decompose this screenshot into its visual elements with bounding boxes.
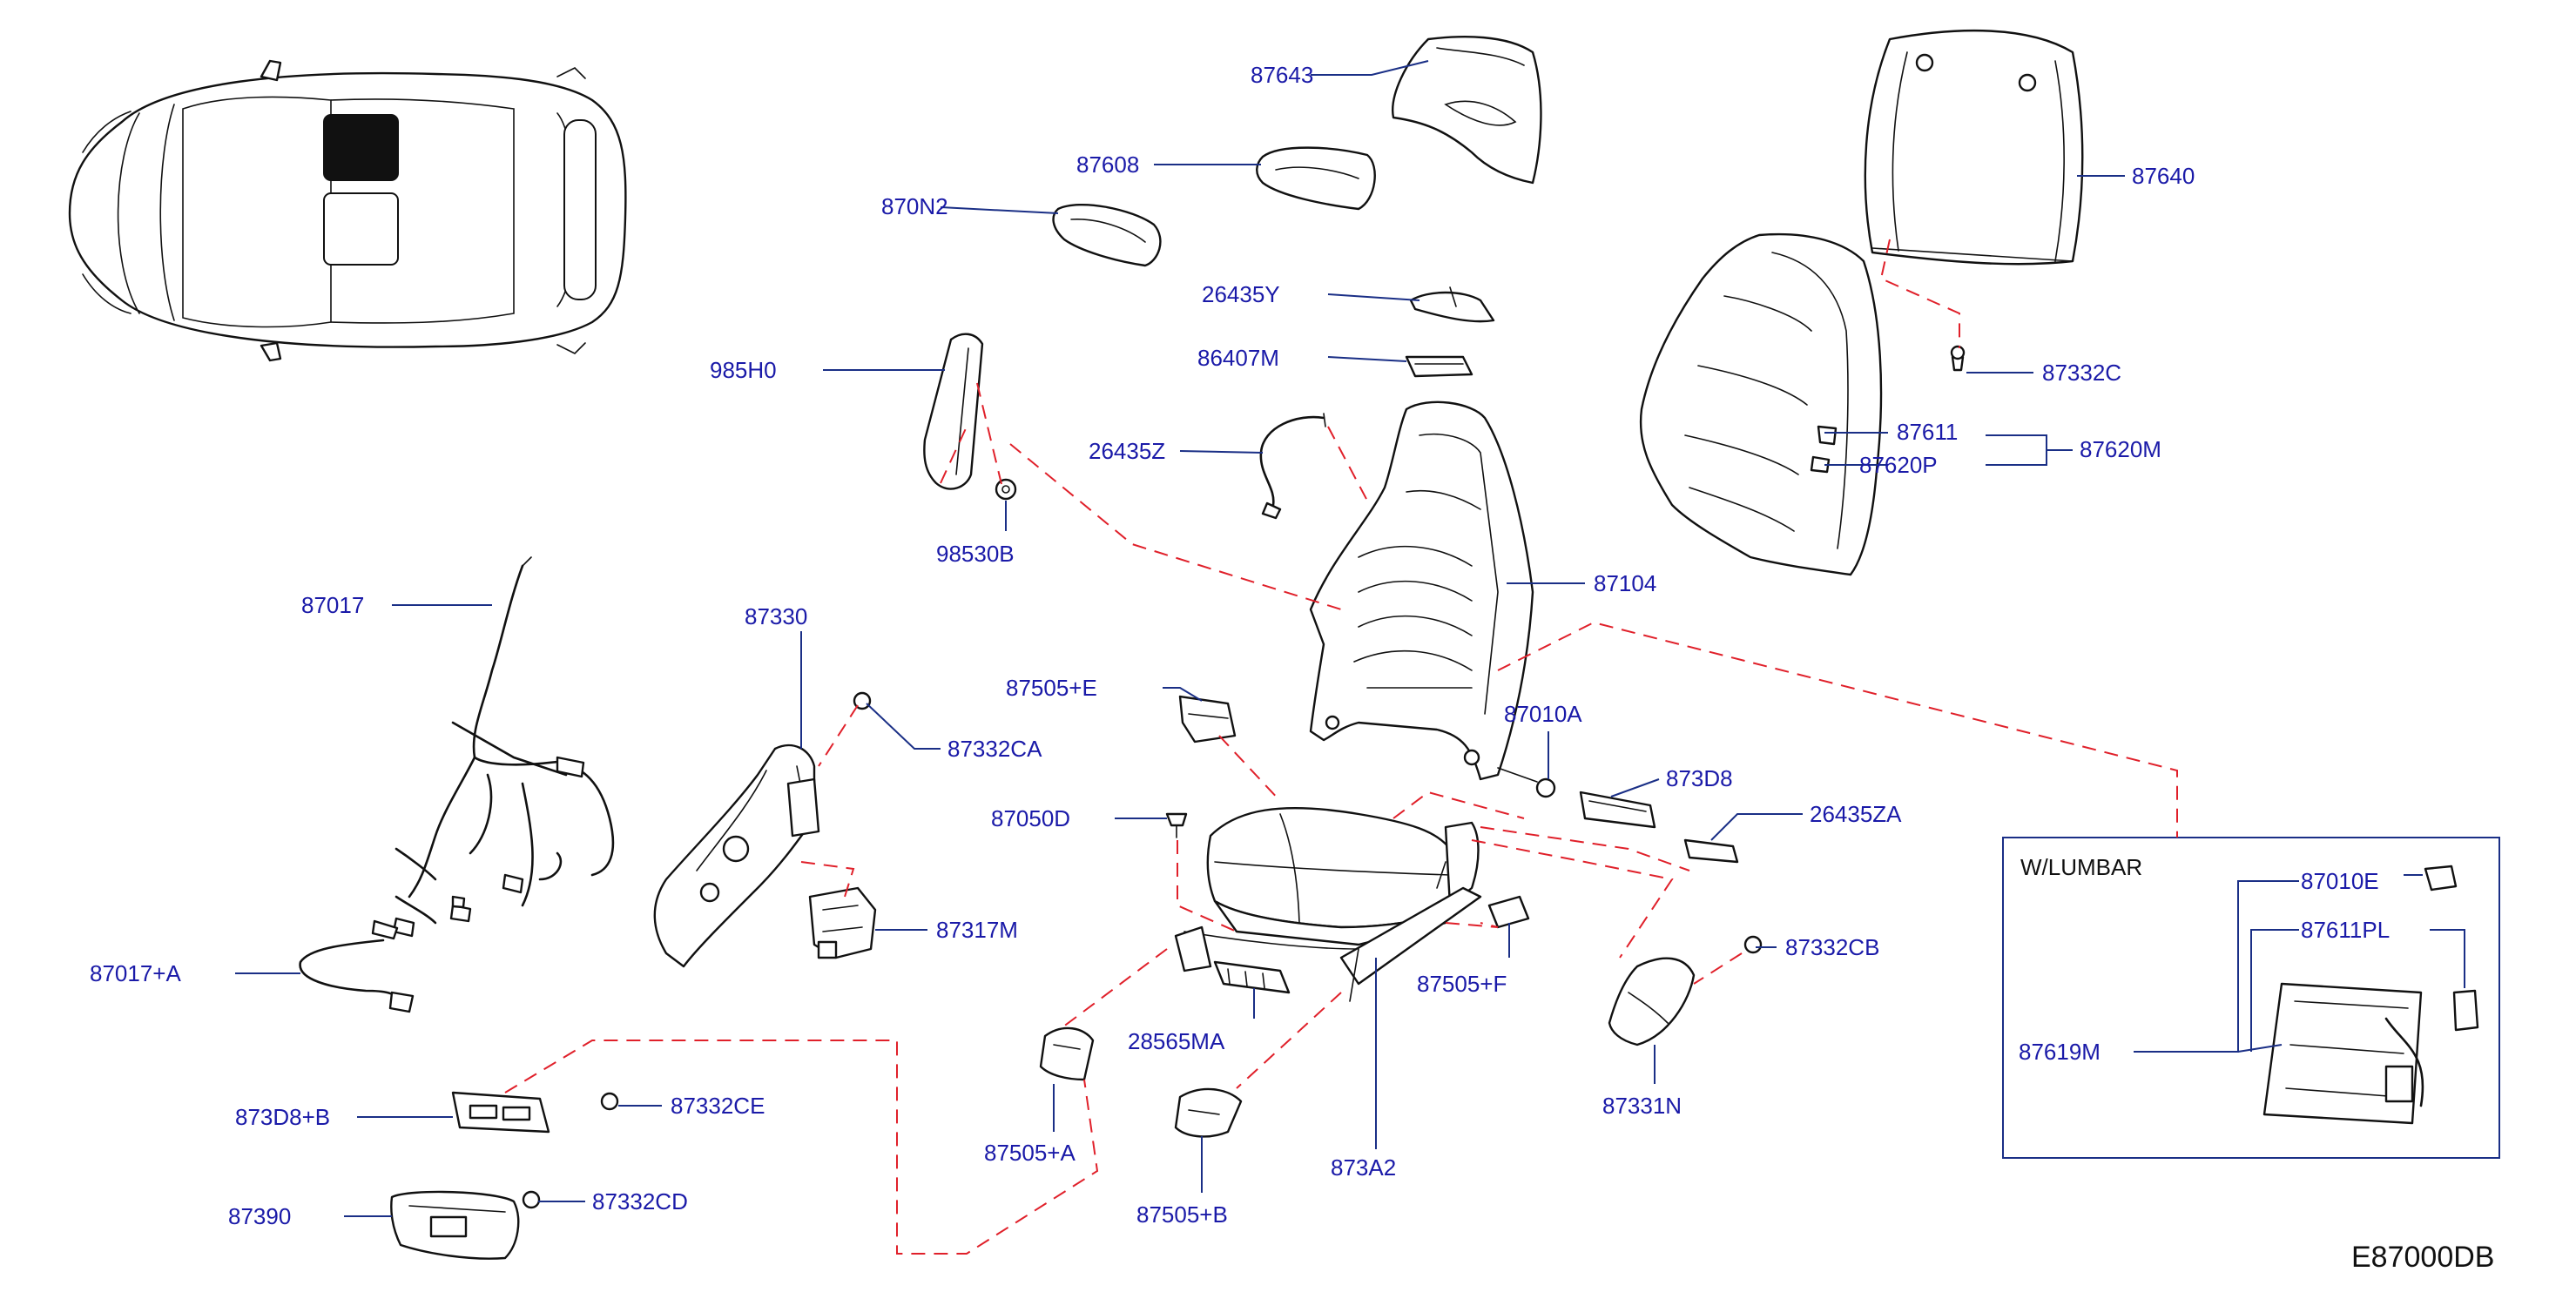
part-87317M-motor: [808, 886, 877, 959]
label-26435Z: 26435Z: [1089, 438, 1165, 464]
part-labels: 87643 87608 870N2 26435Y 86407M 985H0 26…: [90, 62, 2390, 1229]
part-873D8B-shape: [451, 1091, 550, 1134]
part-87017A-harness-tail: [299, 939, 415, 1013]
label-87017: 87017: [301, 592, 364, 618]
label-87050D: 87050D: [991, 805, 1070, 831]
label-87332CA: 87332CA: [947, 736, 1042, 762]
label-873D8B: 873D8+B: [235, 1104, 330, 1130]
label-87619M: 87619M: [2019, 1039, 2101, 1065]
label-87317M: 87317M: [936, 917, 1018, 943]
label-87331N: 87331N: [1602, 1093, 1682, 1119]
leader-lines: [235, 60, 2465, 1217]
label-985H0: 985H0: [710, 357, 777, 383]
label-87611PL: 87611PL: [2301, 917, 2390, 943]
part-87104-seatback-frame: [1309, 400, 1534, 781]
label-98530B: 98530B: [936, 541, 1015, 567]
label-87017A: 87017+A: [90, 960, 181, 986]
label-87620M: 87620M: [2080, 436, 2161, 462]
part-87332CD-screw: [522, 1190, 541, 1209]
part-87390-panel: [390, 1190, 520, 1260]
label-87332CD: 87332CD: [592, 1188, 688, 1215]
label-873D8: 873D8: [1666, 765, 1733, 791]
label-87611: 87611: [1897, 419, 1958, 445]
label-87010E: 87010E: [2301, 868, 2379, 894]
part-26435Y-shape: [1409, 286, 1495, 323]
lumbar-inset-box: W/LUMBAR: [2002, 837, 2500, 1159]
part-87505A-shape: [1039, 1026, 1095, 1081]
part-87330-side-shield: [653, 691, 872, 968]
part-87643-shape: [1392, 36, 1542, 185]
label-87332CB: 87332CB: [1785, 934, 1879, 960]
part-28565MA-module: [1213, 960, 1291, 994]
label-870N2: 870N2: [881, 193, 948, 219]
part-873D8-shape: [1579, 791, 1656, 829]
label-86407M: 86407M: [1197, 345, 1279, 371]
label-87010A: 87010A: [1504, 701, 1582, 727]
part-26435Z-shape: [1259, 413, 1326, 520]
part-87640-back-cover: [1864, 29, 2084, 372]
label-26435Y: 26435Y: [1202, 281, 1280, 307]
part-26435ZA-shape: [1683, 838, 1739, 864]
label-87608: 87608: [1076, 151, 1139, 178]
label-26435ZA: 26435ZA: [1810, 801, 1902, 827]
label-87505A: 87505+A: [984, 1140, 1076, 1166]
label-87643: 87643: [1251, 62, 1313, 88]
part-86407M-shape: [1405, 355, 1473, 378]
label-87104: 87104: [1594, 570, 1656, 596]
part-87010A-bolt: [1497, 767, 1556, 798]
label-873A2: 873A2: [1331, 1154, 1396, 1181]
part-87050D-screw: [1165, 812, 1188, 838]
label-87332CE: 87332CE: [671, 1093, 765, 1119]
label-28565MA: 28565MA: [1128, 1028, 1225, 1054]
diagram-code: E87000DB: [2351, 1241, 2494, 1274]
inset-title: W/LUMBAR: [2020, 854, 2142, 880]
part-87017-harness: [371, 556, 615, 940]
part-87620M-back-trim: [1639, 232, 1883, 576]
part-87611PL-pad: [2452, 989, 2479, 1032]
label-87505F: 87505+F: [1417, 971, 1507, 997]
part-87505E-shape: [1178, 695, 1237, 744]
label-87332C: 87332C: [2042, 360, 2121, 386]
assembly-dashed-lines: [504, 239, 2178, 1255]
label-87390: 87390: [228, 1203, 291, 1229]
part-87331N-cover: [1608, 935, 1763, 1046]
car-top-view-icon: [68, 59, 627, 362]
label-87620P: 87620P: [1859, 452, 1938, 478]
label-87330: 87330: [745, 603, 807, 629]
part-87505B-shape: [1174, 1087, 1243, 1138]
label-87640: 87640: [2132, 163, 2195, 189]
part-87608-shape: [1256, 146, 1376, 211]
part-87010E-clip: [2424, 865, 2458, 892]
part-985H0-shape: [923, 333, 1017, 501]
label-87505E: 87505+E: [1006, 675, 1097, 701]
part-87619M-lumbar: [2262, 982, 2424, 1125]
part-870N2-shape: [1052, 203, 1162, 267]
label-87505B: 87505+B: [1136, 1201, 1228, 1228]
part-87505F-shape: [1487, 895, 1530, 929]
part-87332CE-screw: [600, 1092, 619, 1111]
